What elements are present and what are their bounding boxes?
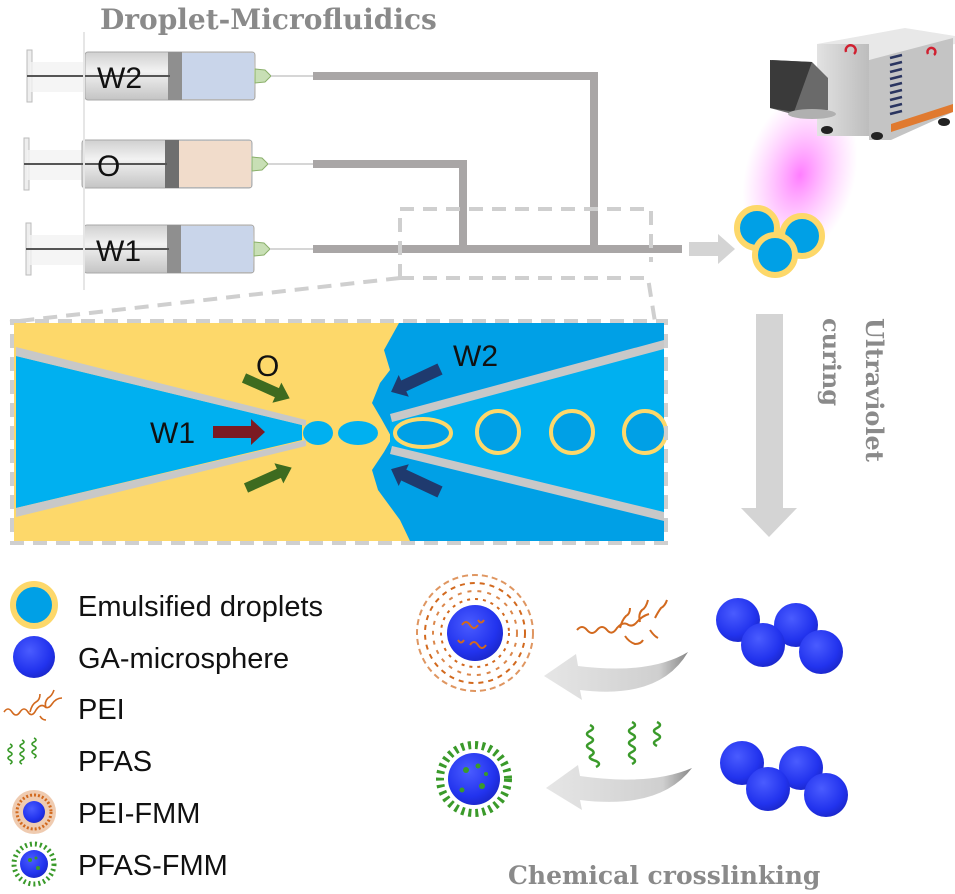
legend-label: PEI	[78, 694, 125, 726]
right-capillary-fluid	[390, 345, 664, 515]
double-emulsion-droplet	[475, 409, 521, 455]
uv-curing-label: Ultraviolet curing	[817, 318, 889, 462]
w1-flow-arrow	[213, 419, 265, 445]
curved-arrow-pfas	[546, 765, 692, 810]
pfas-corona	[436, 741, 512, 817]
uv-curing-line1: Ultraviolet	[860, 318, 889, 462]
uv-curing-line2: curing	[817, 318, 846, 406]
uv-lamp-aperture	[788, 109, 836, 119]
syringe-stopper	[165, 140, 179, 188]
pei-fmm-particle	[416, 574, 534, 692]
syringe-w2: W2	[26, 49, 315, 103]
emulsified-droplets-cluster	[734, 205, 825, 278]
emulsified-droplet-icon	[10, 581, 58, 629]
pfas-chains-free	[585, 720, 662, 769]
zoom-box-bottom	[400, 276, 657, 323]
syringe-label: W2	[97, 62, 142, 95]
ga-microsphere	[746, 767, 790, 811]
pfas-fmm-particle	[436, 741, 512, 817]
microsphere-core	[448, 753, 500, 805]
syringe-fluid	[181, 226, 253, 272]
legend-label: Emulsified droplets	[78, 591, 323, 623]
microfluidic-chip: O W1 W2	[10, 319, 668, 545]
pfas-surface-dots	[459, 763, 488, 793]
right-capillary-wall-bottom	[390, 446, 664, 521]
syringe-o: O	[23, 137, 315, 191]
pfas-fmm-icon	[11, 841, 57, 887]
ga-microsphere	[804, 773, 848, 817]
legend-item-pei-fmm: PEI-FMM	[12, 790, 200, 834]
legend-item-ga-microsphere: GA-microsphere	[13, 636, 289, 678]
pei-surface-loops	[457, 619, 487, 649]
chip-label-oil: O	[256, 350, 279, 383]
legend-label: PFAS	[78, 746, 152, 778]
double-emulsion-droplet	[549, 409, 595, 455]
pfas-chain-icon	[7, 737, 37, 765]
chip-dashed-border	[10, 319, 668, 545]
oil-flow-arrow-bottom	[243, 463, 292, 493]
zoom-outline	[9, 207, 657, 324]
syringe-needle-tip	[253, 241, 271, 257]
tube-o	[313, 160, 467, 249]
ga-microsphere-icon	[13, 636, 55, 678]
double-emulsion-droplets	[393, 409, 668, 455]
chip-label-w1: W1	[150, 417, 195, 450]
syringe-w1: W1	[25, 222, 314, 276]
syringe-fluid	[182, 53, 254, 99]
droplet	[752, 232, 798, 278]
ga-microsphere-group-bottom	[720, 741, 848, 817]
chip-label-w2: W2	[453, 340, 498, 373]
syringe-label: O	[97, 150, 120, 183]
orange-stripe	[891, 104, 953, 132]
ga-microsphere	[799, 630, 843, 674]
left-capillary-wall-bottom	[16, 440, 306, 517]
pei-chains-free	[576, 599, 668, 646]
uv-curing-arrow	[741, 314, 797, 537]
ga-microsphere	[741, 623, 785, 667]
w2-flow-arrow-top	[391, 363, 443, 397]
syringe-needle-tip	[254, 68, 272, 84]
tube-w2	[313, 72, 598, 249]
title-chemical-crosslinking: Chemical crosslinking	[508, 861, 820, 890]
legend-label: GA-microsphere	[78, 643, 289, 675]
double-emulsion-droplet	[622, 409, 668, 455]
left-capillary-wall-top	[16, 347, 306, 426]
legend-item-pfas: PFAS	[7, 737, 152, 778]
ga-microsphere-group-top	[716, 598, 843, 674]
syringe-needle-tip	[251, 156, 269, 172]
zoom-connector-left	[9, 276, 401, 324]
pei-chain-icon	[3, 689, 63, 721]
uv-lamp-shade	[770, 60, 812, 112]
legend-item-pfas-fmm: PFAS-FMM	[11, 841, 228, 887]
curved-arrow-pei	[544, 652, 688, 700]
legend-item-pei: PEI	[3, 689, 125, 726]
double-emulsion-droplet	[393, 417, 453, 449]
legend-label: PFAS-FMM	[78, 850, 228, 882]
syringe-label: W1	[96, 235, 141, 268]
legend-label: PEI-FMM	[78, 798, 200, 830]
syringe-stopper	[167, 225, 181, 273]
forming-droplet	[303, 421, 333, 445]
microsphere-core	[447, 605, 503, 661]
logo-icon	[844, 44, 857, 55]
left-capillary-fluid	[16, 356, 302, 508]
right-capillary-wall-top	[390, 340, 664, 422]
pei-corona	[416, 574, 534, 692]
wheels	[821, 118, 950, 140]
w2-flow-arrow-bottom	[391, 464, 443, 498]
legend-item-emulsified-droplets: Emulsified droplets	[10, 581, 323, 629]
logo-icon-side	[926, 46, 937, 56]
vent-slots-icon	[889, 53, 903, 116]
tubing	[313, 72, 682, 253]
flow-arrow-to-droplets	[689, 234, 735, 264]
pei-fmm-icon	[12, 790, 56, 834]
legend: Emulsified droplets GA-microsphere PEI P…	[3, 581, 323, 887]
syringe-stopper	[168, 52, 182, 100]
title-droplet-microfluidics: Droplet-Microfluidics	[100, 3, 437, 36]
oil-flow-arrow-top	[241, 373, 290, 403]
zoom-box-top	[398, 207, 653, 278]
syringe-fluid	[179, 141, 251, 187]
pinched-droplet	[338, 421, 378, 445]
